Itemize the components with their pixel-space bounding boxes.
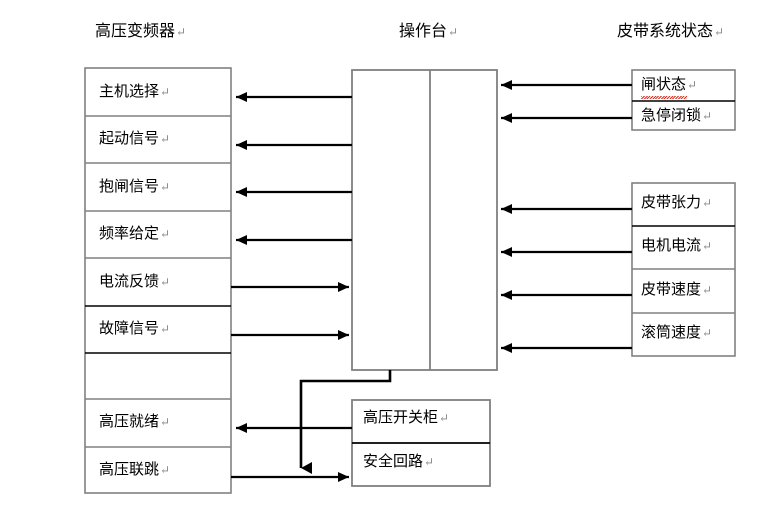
right-cell-gate-status[interactable]: 闸状态↵ [641, 77, 698, 93]
right-top-table-frame [631, 69, 736, 131]
pilcrow-mark: ↵ [160, 275, 171, 289]
left-cell-host-select[interactable]: 主机选择↵ [99, 84, 171, 100]
pilcrow-mark: ↵ [439, 411, 450, 425]
left-cell-hv-ready[interactable]: 高压就绪↵ [99, 414, 171, 430]
left-cell-frequency-setpoint[interactable]: 频率给定↵ [99, 226, 171, 242]
pilcrow-mark: ↵ [160, 415, 171, 429]
pilcrow-mark: ↵ [176, 25, 187, 39]
left-cell-current-feedback[interactable]: 电流反馈↵ [99, 274, 171, 290]
pilcrow-mark: ↵ [424, 455, 435, 469]
pilcrow-mark: ↵ [160, 180, 171, 194]
left-cell-hv-trip[interactable]: 高压联跳↵ [99, 462, 171, 478]
left-cell-start-signal[interactable]: 起动信号↵ [99, 131, 171, 147]
pilcrow-mark: ↵ [702, 283, 713, 297]
bottom-table-frame [351, 399, 491, 487]
right-cell-belt-speed[interactable]: 皮带速度↵ [641, 282, 713, 298]
connector-console-to-safety [299, 370, 392, 474]
pilcrow-mark: ↵ [160, 322, 171, 336]
right-cell-drum-speed[interactable]: 滚筒速度↵ [641, 325, 713, 341]
bottom-cell-hv-switchgear[interactable]: 高压开关柜↵ [363, 410, 450, 426]
center-console-frame [351, 69, 498, 371]
pilcrow-mark: ↵ [160, 463, 171, 477]
spellcheck-underline [641, 96, 687, 99]
pilcrow-mark: ↵ [687, 78, 698, 92]
pilcrow-mark: ↵ [448, 25, 459, 39]
bottom-cell-safety-circuit[interactable]: 安全回路↵ [363, 454, 435, 470]
pilcrow-mark: ↵ [702, 109, 713, 123]
left-cell-brake-signal[interactable]: 抱闸信号↵ [99, 179, 171, 195]
pilcrow-mark: ↵ [702, 239, 713, 253]
right-cell-belt-tension[interactable]: 皮带张力↵ [641, 195, 713, 211]
right-cell-motor-current[interactable]: 电机电流↵ [641, 238, 713, 254]
right-bottom-table-frame [631, 182, 736, 357]
left-table-frame [84, 67, 232, 494]
pilcrow-mark: ↵ [714, 25, 725, 39]
right-group-title: 皮带系统状态↵ [617, 23, 725, 40]
pilcrow-mark: ↵ [160, 132, 171, 146]
pilcrow-mark: ↵ [160, 227, 171, 241]
pilcrow-mark: ↵ [160, 85, 171, 99]
center-group-title: 操作台↵ [399, 23, 459, 40]
right-cell-estop-interlock[interactable]: 急停闭锁↵ [641, 108, 713, 124]
left-group-title: 高压变频器↵ [95, 23, 187, 40]
pilcrow-mark: ↵ [702, 326, 713, 340]
pilcrow-mark: ↵ [702, 196, 713, 210]
left-cell-fault-signal[interactable]: 故障信号↵ [99, 321, 171, 337]
